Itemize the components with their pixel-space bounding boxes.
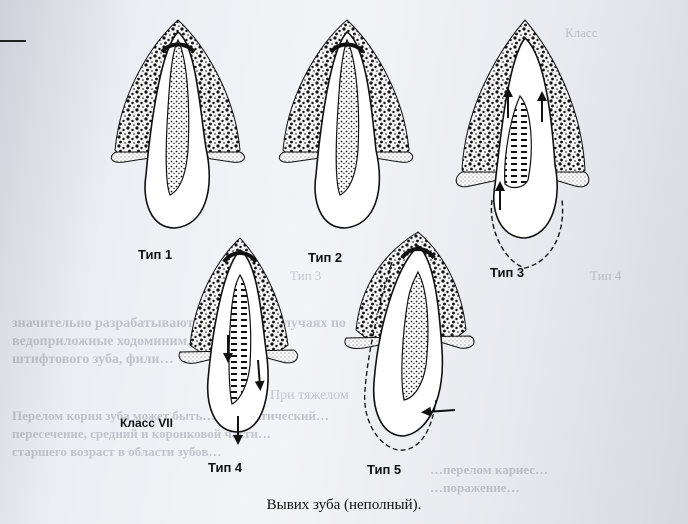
type-label: Тип 2	[308, 250, 342, 265]
tooth-type-3	[456, 20, 589, 268]
tooth-type-2	[279, 20, 412, 228]
tooth-type-1	[111, 20, 244, 228]
tooth-type-4	[179, 238, 297, 440]
type-label: Тип 3	[490, 265, 524, 280]
class-label: Класс VII	[120, 416, 173, 430]
type-label: Тип 4	[208, 460, 242, 475]
type-label: Тип 5	[367, 462, 401, 477]
tooth-type-5	[345, 232, 474, 450]
type-label: Тип 1	[138, 247, 172, 262]
figure-caption: Вывих зуба (неполный).	[0, 497, 688, 514]
